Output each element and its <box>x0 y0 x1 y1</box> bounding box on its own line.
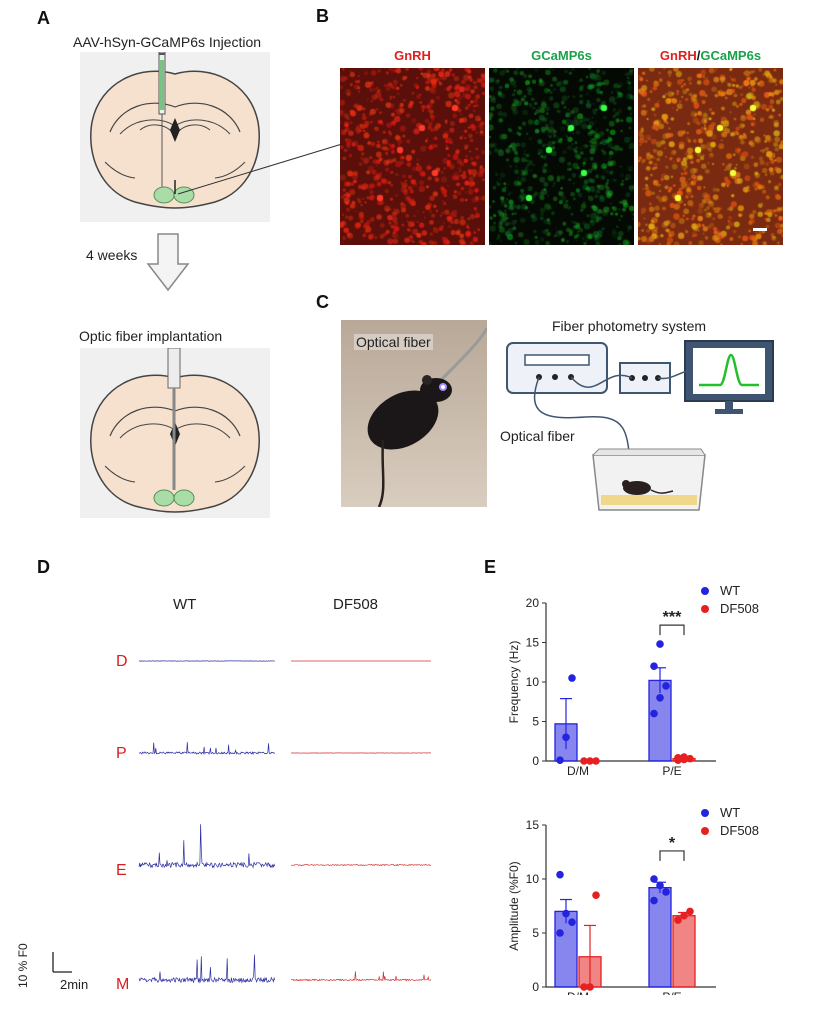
chart0-legend-dot-0 <box>701 587 709 595</box>
chart0-sig-label-0: *** <box>663 609 682 626</box>
chart1-ytick-label-0: 0 <box>532 980 539 994</box>
trace-scale-bar <box>52 952 72 973</box>
optical-fiber-label-diagram: Optical fiber <box>500 428 575 444</box>
chart0-legend-label-1: DF508 <box>720 601 759 616</box>
merge-title: GnRH/GCaMP6s <box>638 48 783 63</box>
bar-charts: 0 5 10 15 20D/M P/E Frequency (Hz) WT DF508 *** 0 5… <box>507 583 759 995</box>
chart0-point-0-0-2 <box>568 674 576 682</box>
chart1-point-1-1-0 <box>674 916 682 924</box>
injection-label: AAV-hSyn-GCaMP6s Injection <box>73 34 262 50</box>
chart1-point-0-0-2 <box>568 918 576 926</box>
chart1-point-0-1-1 <box>656 881 664 890</box>
panel-letter-c: C <box>316 292 329 312</box>
chart0-ytick-label-2: 10 <box>526 675 540 689</box>
micrograph-gnrh <box>340 68 485 245</box>
trace-wt-m <box>138 954 276 984</box>
chart1-xtick-label-0: D/M <box>567 990 589 995</box>
chart0-xtick-label-1: P/E <box>662 764 681 778</box>
calcium-traces <box>138 660 432 984</box>
wait-label: 4 weeks <box>86 247 138 263</box>
mouse-photo <box>341 320 487 507</box>
chart1-point-0-0-0 <box>556 870 564 879</box>
panel-letter-d: D <box>37 557 50 577</box>
chart0-ytick-label-3: 15 <box>526 636 540 650</box>
chart0-point-0-1-0 <box>650 709 658 718</box>
trace-wt-p <box>138 742 276 755</box>
chart0-point-0-0-0 <box>556 756 564 765</box>
col-header-df508: DF508 <box>333 596 379 613</box>
chart0-ytick-label-1: 5 <box>532 715 539 729</box>
chart0-ytick-label-4: 20 <box>526 596 540 610</box>
chart0-ylabel: Frequency (Hz) <box>507 641 521 724</box>
chart1-point-1-1-1 <box>680 911 688 920</box>
chart0-point-1-0-1 <box>586 757 594 765</box>
chart1-ytick-label-3: 15 <box>526 818 540 832</box>
chart1-point-0-0-1 <box>562 909 570 918</box>
photometry-diagram <box>506 340 774 511</box>
micrograph-merge <box>638 68 783 245</box>
chart1-point-0-1-2 <box>662 888 670 896</box>
chart0-point-0-1-3 <box>650 662 658 670</box>
chart0-ytick-label-0: 0 <box>532 754 539 768</box>
chart1-legend-label-0: WT <box>720 805 740 820</box>
chart1-ylabel: Amplitude (%F0) <box>507 861 521 950</box>
panel-letter-e: E <box>484 557 497 577</box>
chart0-point-0-0-1 <box>562 733 570 742</box>
brain-fiber-diagram <box>80 348 270 518</box>
chart0-sig-bracket-0 <box>659 624 685 636</box>
chart1-point-1-1-2 <box>686 907 694 916</box>
down-arrow-icon <box>146 233 190 292</box>
merge-title-sep: / <box>696 48 701 63</box>
chart0-legend-label-0: WT <box>720 583 740 598</box>
chart1-bar-1-1 <box>672 915 696 988</box>
chart0-legend-dot-1 <box>701 605 709 613</box>
scale-bar <box>753 228 767 231</box>
panel-letter-b: B <box>316 6 329 26</box>
row-label-m: M <box>116 976 130 993</box>
trace-df-m <box>291 971 432 982</box>
chart1-point-1-0-1 <box>586 983 594 991</box>
trace-wt-e <box>138 824 276 869</box>
row-label-d: D <box>116 653 128 670</box>
micrograph-gcamp <box>489 68 634 245</box>
chart0-point-1-1-4 <box>680 753 688 761</box>
trace-df-e <box>290 863 432 867</box>
merge-title-gcamp: GCaMP6s <box>700 48 762 63</box>
fiber-system-label: Fiber photometry system <box>552 318 707 334</box>
chart1-legend-label-1: DF508 <box>720 823 759 838</box>
merge-title-gnrh: GnRH <box>659 48 697 63</box>
chart0-xtick-label-0: D/M <box>567 764 589 778</box>
chart1-point-1-0-0 <box>580 983 588 991</box>
chart0-point-0-1-2 <box>662 682 670 690</box>
chart1-ytick-label-1: 5 <box>532 926 539 940</box>
chart1-point-1-0-2 <box>592 891 600 899</box>
row-label-e: E <box>116 862 127 879</box>
chart0-point-1-1-2 <box>686 754 694 763</box>
gcamp-title: GCaMP6s <box>531 48 592 63</box>
chart0-point-0-1-1 <box>656 694 664 702</box>
chart1-point-0-1-3 <box>650 896 658 905</box>
scale-x-label: 2min <box>60 977 89 992</box>
col-header-wt: WT <box>173 596 197 613</box>
row-label-p: P <box>116 745 127 762</box>
chart0-point-0-1-4 <box>656 640 664 648</box>
panel-letter-a: A <box>37 8 50 28</box>
chart1-point-0-0-3 <box>556 929 564 937</box>
brain-injection-diagram <box>80 52 270 222</box>
implant-label: Optic fiber implantation <box>79 328 223 344</box>
chart0-point-1-1-3 <box>674 754 682 762</box>
chart0-point-1-0-0 <box>580 757 588 765</box>
chart0-point-1-0-2 <box>592 757 600 765</box>
chart1-point-0-1-0 <box>650 875 658 883</box>
gnrh-title: GnRH <box>394 48 431 63</box>
chart1-legend-dot-0 <box>701 809 709 817</box>
chart1-legend-dot-1 <box>701 827 709 835</box>
optical-fiber-label-photo: Optical fiber <box>354 334 433 350</box>
connector-line <box>177 143 343 195</box>
chart1-ytick-label-2: 10 <box>526 872 540 886</box>
chart1-sig-bracket-0 <box>659 850 685 861</box>
chart1-sig-label-0: * <box>669 835 676 852</box>
scale-y-label: 10 % F0 <box>16 943 30 988</box>
chart1-xtick-label-1: P/E <box>662 990 681 995</box>
